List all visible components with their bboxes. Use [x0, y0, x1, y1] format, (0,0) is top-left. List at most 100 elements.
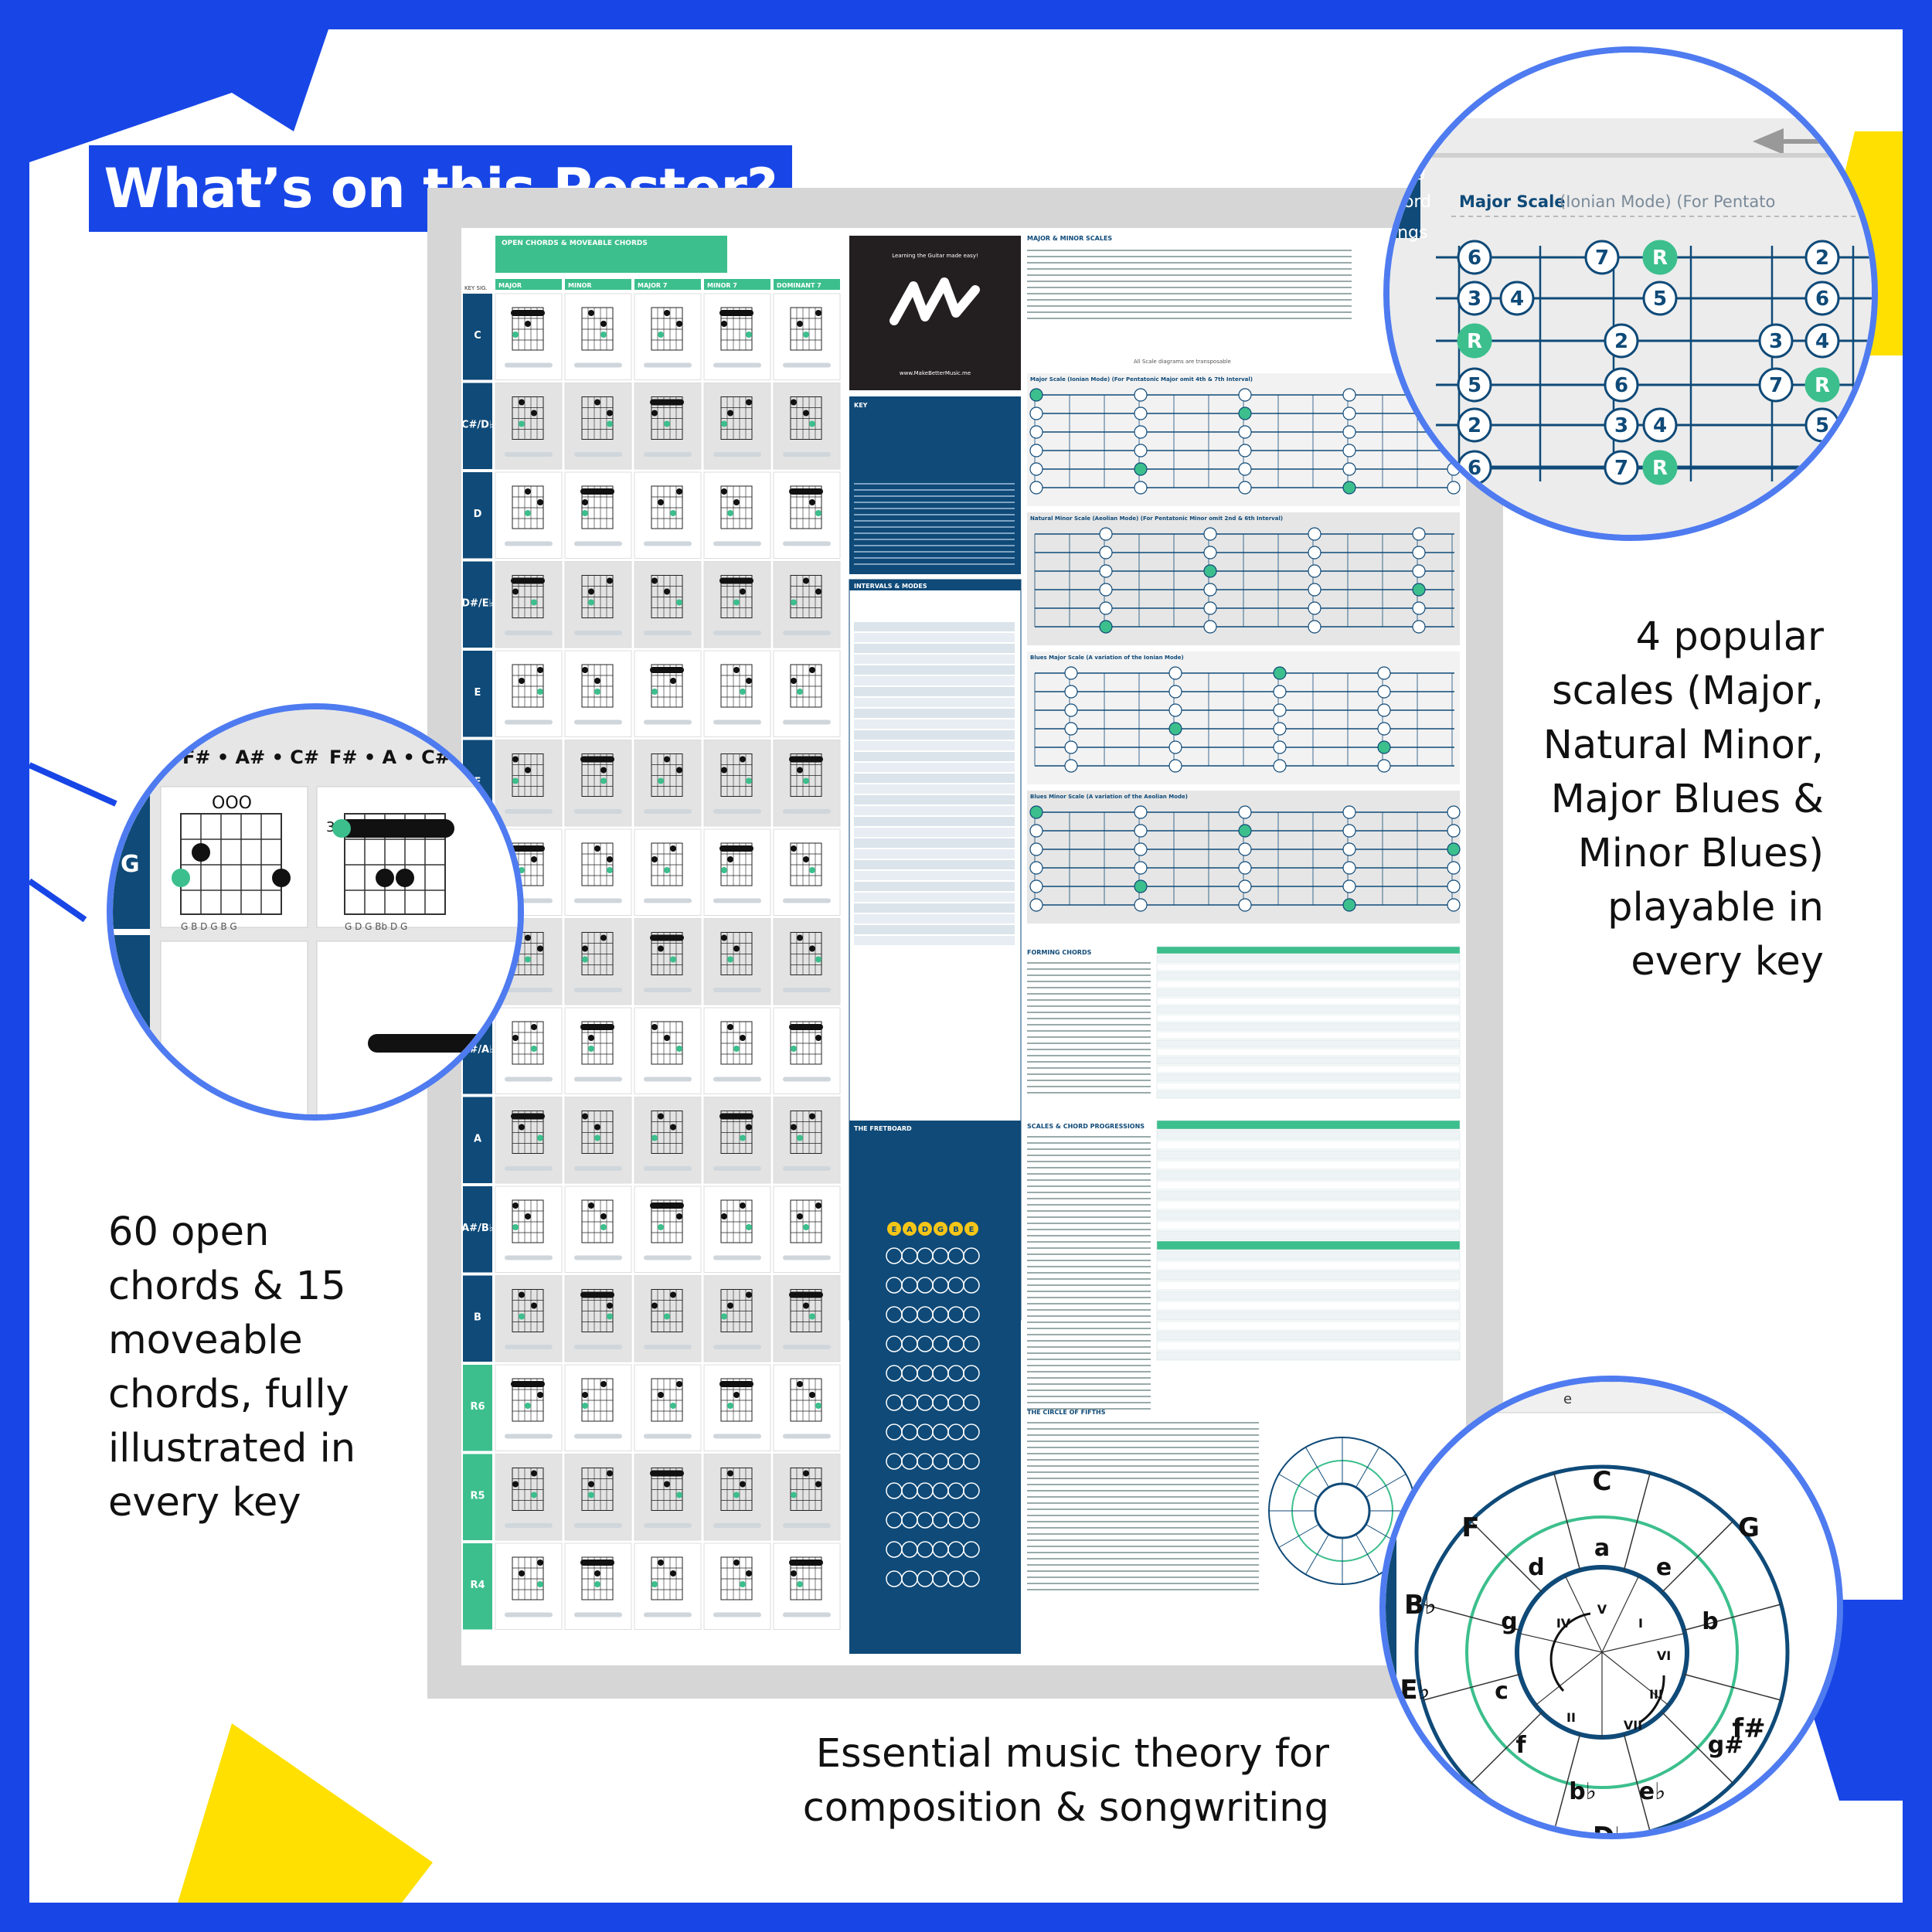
text-line: [1027, 1192, 1151, 1193]
scale-note-label: 5: [1815, 414, 1829, 437]
text-line: [1027, 1315, 1151, 1317]
scale-note: [1377, 759, 1391, 773]
scale-note: [1412, 620, 1426, 634]
interval-row: [854, 622, 1015, 631]
finger-dot: [512, 1224, 519, 1230]
scale-note: [1168, 666, 1182, 680]
finger-dot: [740, 756, 746, 763]
caption-scales-line: Minor Blues): [1577, 831, 1824, 876]
fret-note-circle: [963, 1541, 980, 1558]
scale-note: [1029, 388, 1043, 402]
text-line: [1027, 999, 1151, 1001]
finger-dot: [803, 1302, 809, 1309]
finger-dot: [676, 488, 682, 495]
inner-divider: [1564, 1575, 1603, 1653]
middle-key-label: b♭: [1569, 1778, 1597, 1805]
scale-note: [1308, 583, 1321, 597]
scale-note: [1064, 703, 1078, 717]
chord-fretboard: [790, 1556, 822, 1600]
circle-divider: [1422, 1673, 1520, 1701]
finger-dot: [815, 588, 821, 595]
interval-row: [854, 795, 1015, 804]
text-line: [1027, 1030, 1151, 1032]
barre-bar: [789, 488, 823, 495]
fretboard: [344, 813, 446, 915]
arrow-left-icon: [1753, 128, 1784, 155]
chord-fretboard: [581, 664, 614, 708]
key-label: C#/D♭: [461, 419, 494, 430]
column-header-label: MINOR: [568, 282, 592, 289]
scale-note-circle: [1457, 367, 1492, 403]
text-line: [1027, 1284, 1151, 1286]
interval-row: [854, 633, 1015, 642]
numeral-label: VII: [1624, 1718, 1642, 1733]
scale-note: [1099, 620, 1113, 634]
scale-note: [1273, 759, 1287, 773]
chord-notes-strip: [713, 1077, 761, 1082]
chord-fretboard: [790, 485, 822, 529]
text-line: [1027, 1546, 1259, 1547]
finger-dot: [676, 1492, 682, 1498]
scale-note-circle: [1499, 281, 1535, 316]
scale-note: [1447, 842, 1461, 856]
side-text: ings: [1393, 223, 1427, 243]
scale-note-circle: [1457, 240, 1492, 275]
text-line: [1027, 1389, 1151, 1391]
chord-formula-row: [1156, 1073, 1461, 1082]
finger-dot: [815, 310, 821, 316]
inner-divider: [1535, 1651, 1603, 1706]
chord-fretboard: [651, 1021, 683, 1065]
key-cell: [463, 1186, 492, 1273]
scale-note: [1342, 406, 1356, 420]
text-line: [1027, 1155, 1151, 1156]
chord-notes-strip: [505, 631, 553, 635]
scale-note: [1099, 527, 1113, 541]
chord-fretboard: [512, 307, 544, 351]
finger-dot: [803, 777, 809, 784]
chord-fretboard: [651, 1468, 683, 1511]
finger-dot: [797, 1134, 803, 1141]
scale-note: [1134, 444, 1148, 457]
chord-notes-strip: [783, 1345, 831, 1349]
barre-bar: [580, 1024, 614, 1030]
scale-note: [1134, 388, 1148, 402]
key-label: R4: [470, 1580, 485, 1591]
finger-dot: [607, 1313, 613, 1320]
interval-row: [854, 903, 1015, 913]
finger-dot: [809, 499, 815, 505]
finger-dot: [797, 1381, 803, 1387]
finger-dot: [594, 399, 600, 406]
numeral-label: II: [1566, 1710, 1576, 1725]
string-name-circle: [903, 1222, 917, 1236]
scale-note: [1134, 842, 1148, 856]
text-line: [1027, 1583, 1259, 1584]
chord-notes-strip: [644, 898, 692, 903]
finger-dot: [594, 689, 600, 695]
caption-theory-line: Essential music theory for: [815, 1731, 1329, 1777]
scale-note: [1273, 685, 1287, 699]
string-name-circle: [887, 1222, 901, 1236]
column-header-label: MAJOR: [498, 282, 522, 289]
scale-note-circle: [1758, 367, 1794, 403]
finger-dot: [727, 1403, 733, 1409]
chord-fretboard: [512, 1289, 544, 1332]
text-line: [854, 483, 1015, 485]
finger-dot: [664, 310, 670, 316]
chord-fretboard: [720, 396, 753, 440]
scale-note: [1342, 879, 1356, 893]
progression-row: [1156, 1281, 1461, 1291]
chord-notes-strip: [505, 1612, 553, 1617]
finger-dot: [670, 1124, 676, 1131]
text-line: [1027, 293, 1352, 294]
barre-bar: [580, 1291, 614, 1298]
chord-notes-strip: [713, 362, 761, 368]
finger-dot: [670, 678, 676, 684]
column-header: [774, 279, 840, 290]
barre-bar: [511, 845, 545, 852]
barre-bar: [650, 1202, 684, 1209]
finger-dot: [733, 667, 740, 673]
fret-note-circle: [963, 1482, 980, 1499]
text-line: [1027, 1521, 1259, 1522]
circle-divider: [1305, 1534, 1329, 1575]
